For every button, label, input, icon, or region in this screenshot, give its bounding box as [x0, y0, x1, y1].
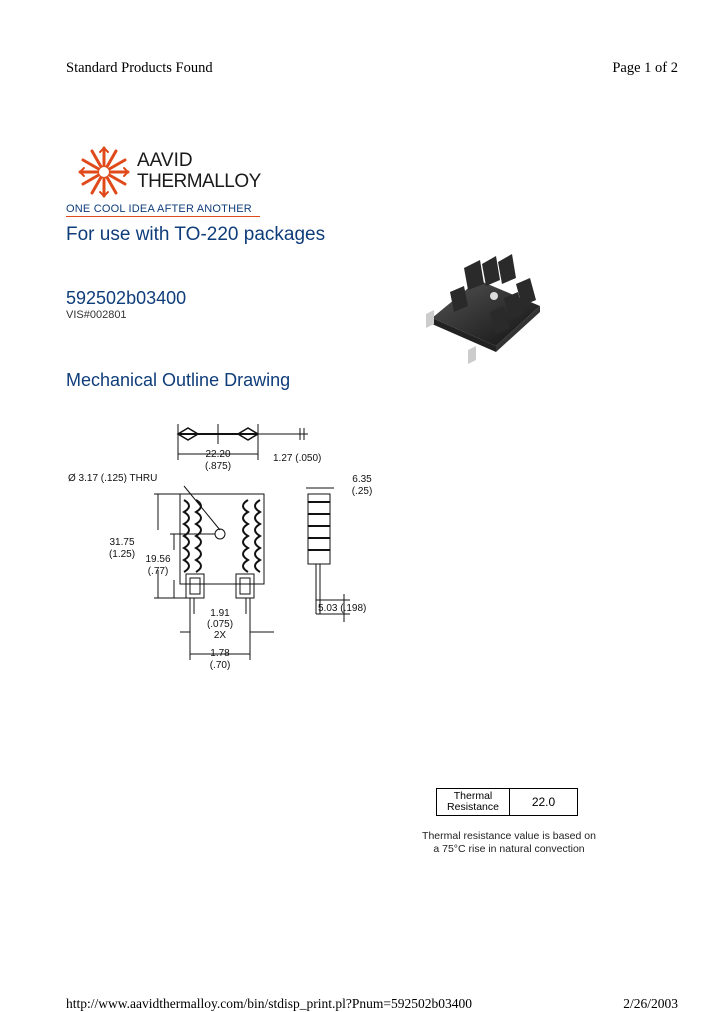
- thermal-note: Thermal resistance value is based on a 7…: [422, 830, 596, 855]
- drawing-section-title: Mechanical Outline Drawing: [66, 370, 291, 390]
- dim-height-mm: 31.75: [109, 537, 134, 548]
- product-title: For use with TO-220 packages: [66, 224, 326, 245]
- dim-height-in: (1.25): [109, 549, 135, 560]
- dim-pinw-mm: 1.91: [210, 608, 230, 619]
- logo-tagline: ONE COOL IDEA AFTER ANOTHER: [66, 203, 252, 215]
- dim-pinsp-in: (.70): [210, 660, 231, 671]
- dim-pin-count: 2X: [214, 630, 227, 641]
- dim-width-in: (.875): [205, 461, 231, 472]
- dim-pinw-in: (.075): [207, 619, 233, 630]
- footer-date: 2/26/2003: [623, 996, 678, 1011]
- heatsink-photo: [420, 240, 560, 370]
- footer-url[interactable]: http://www.aavidthermalloy.com/bin/stdis…: [66, 996, 472, 1011]
- header-left: Standard Products Found: [66, 60, 213, 76]
- part-number: 592502b03400: [66, 288, 187, 308]
- logo-line1: AAVID: [137, 150, 193, 171]
- vis-number: VIS#002801: [66, 309, 127, 321]
- dim-side-in: (.25): [352, 486, 373, 497]
- dim-thickness: 1.27 (.050): [273, 453, 321, 464]
- dim-pinsp-mm: 1.78: [210, 648, 230, 659]
- thermal-label: Thermal Resistance: [436, 788, 510, 816]
- thermal-value: 22.0: [509, 788, 578, 816]
- aavid-logo-icon: [78, 146, 130, 198]
- dim-holepos-mm: 19.56: [145, 554, 170, 565]
- dim-pin-length: 5.03 (.198): [318, 603, 366, 614]
- dim-width-mm: 22.20: [205, 449, 230, 460]
- mechanical-drawing: 22.20 (.875) 1.27 (.050) Ø 3.17 (.125) T…: [60, 410, 380, 680]
- dim-side-mm: 6.35: [352, 474, 372, 485]
- logo-line2: THERMALLOY: [137, 171, 261, 192]
- dim-holepos-in: (.77): [148, 566, 169, 577]
- page-indicator: Page 1 of 2: [612, 60, 678, 76]
- thermal-table: Thermal Resistance 22.0: [436, 788, 578, 816]
- logo-rule: [66, 216, 260, 217]
- dim-hole: Ø 3.17 (.125) THRU: [68, 473, 157, 484]
